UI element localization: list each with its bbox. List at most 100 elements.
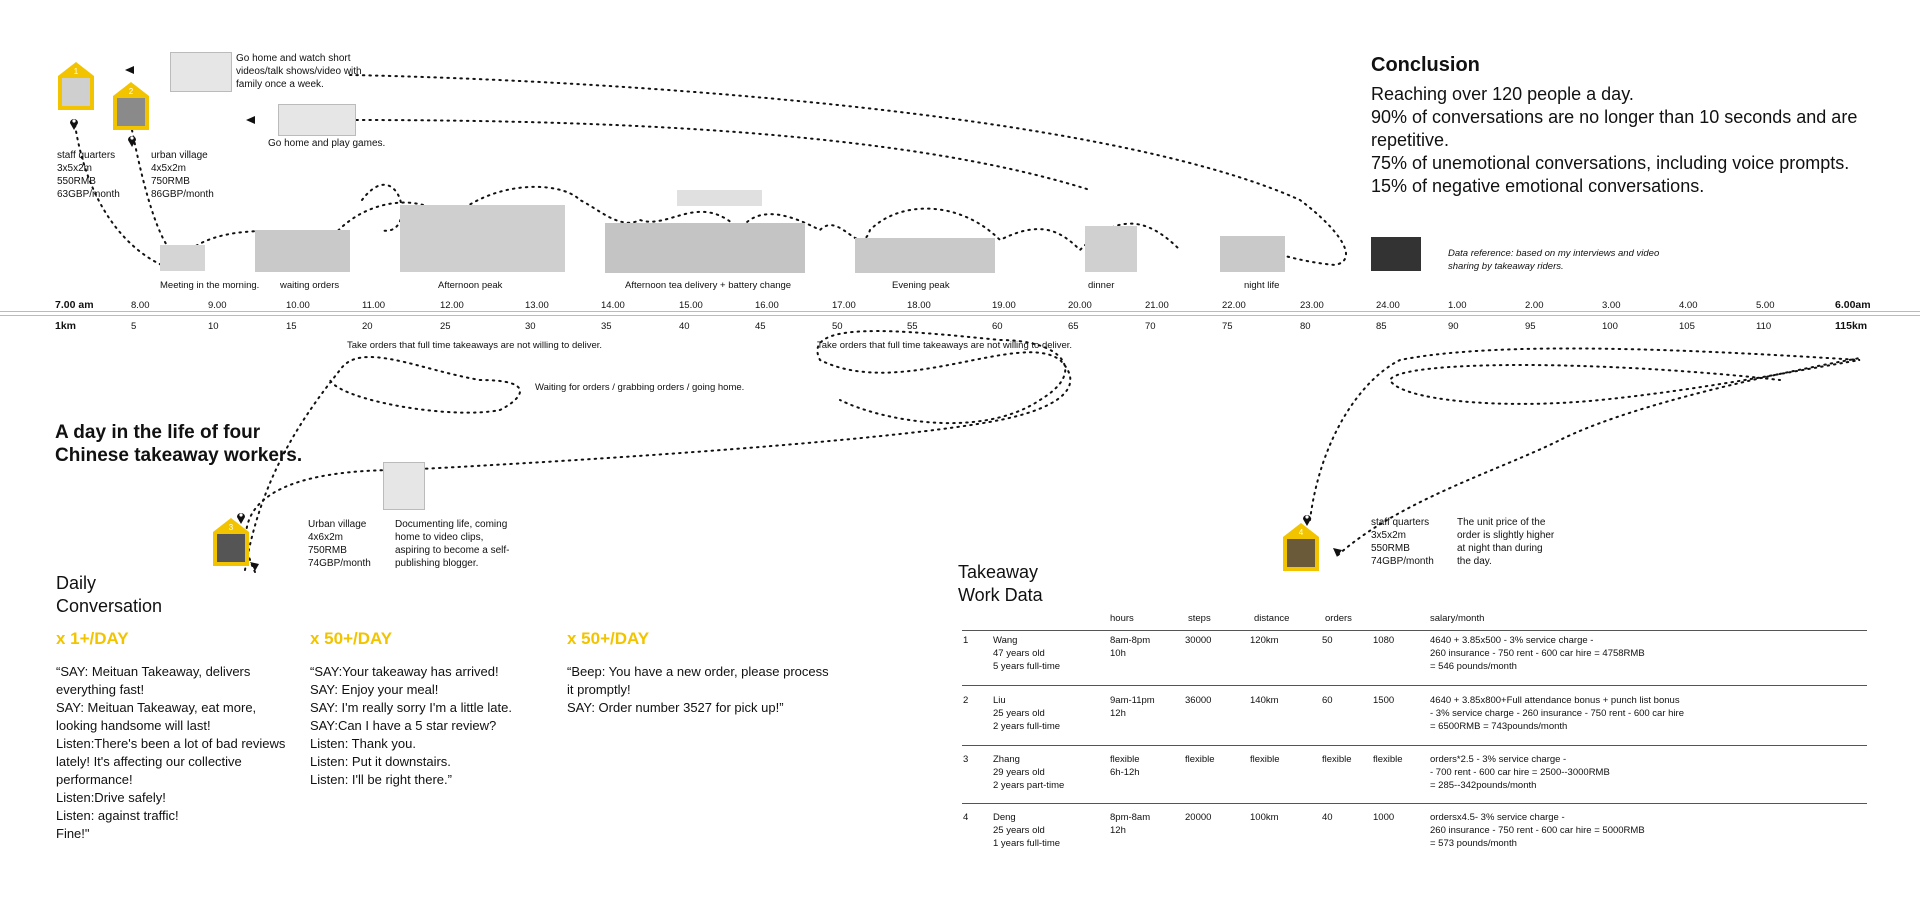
conversation-line: SAY: Enjoy your meal! bbox=[310, 682, 439, 697]
hours-cell: 6h-12h bbox=[1110, 767, 1140, 778]
km-tick: 115km bbox=[1835, 320, 1868, 332]
traffic-lights-image bbox=[677, 190, 762, 206]
dinner-image bbox=[1085, 226, 1137, 272]
km-tick: 65 bbox=[1068, 321, 1079, 332]
time-tick: 17.00 bbox=[832, 300, 856, 311]
documenting-note: Documenting life, coming home to video c… bbox=[395, 519, 510, 569]
event-label: Afternoon peak bbox=[438, 280, 503, 291]
salary-cell: = 546 pounds/month bbox=[1430, 661, 1517, 672]
salary-cell: orders*2.5 - 3% service charge - bbox=[1430, 754, 1567, 765]
route-note: Take orders that full time takeaways are… bbox=[817, 340, 1073, 351]
time-tick: 21.00 bbox=[1145, 300, 1169, 311]
distance-cell: 140km bbox=[1250, 695, 1279, 706]
afternoon-tea-image bbox=[605, 223, 805, 273]
hours-cell: 12h bbox=[1110, 708, 1126, 719]
worker-info: Wang bbox=[993, 635, 1018, 646]
row-number: 1 bbox=[963, 635, 969, 646]
steps-cell: 20000 bbox=[1185, 812, 1212, 823]
time-tick: 8.00 bbox=[131, 300, 150, 311]
time-tick: 24.00 bbox=[1376, 300, 1400, 311]
conclusion-text: Reaching over 120 people a day. 90% of c… bbox=[1371, 83, 1871, 198]
home-1-number: 1 bbox=[74, 67, 79, 76]
watching-videos-image bbox=[170, 52, 232, 92]
worker-info: 25 years old bbox=[993, 708, 1045, 719]
home-1-icon: 1 bbox=[58, 62, 94, 110]
home-4-number: 4 bbox=[1299, 528, 1304, 537]
conversation-line: SAY: Order number 3527 for pick up!” bbox=[567, 700, 784, 715]
salary-cell: - 3% service charge - 260 insurance - 75… bbox=[1430, 708, 1684, 719]
conversation-column-2: x 50+/DAY “SAY:Your takeaway has arrived… bbox=[310, 629, 545, 789]
time-tick: 16.00 bbox=[755, 300, 779, 311]
hours-cell: 8am-8pm bbox=[1110, 635, 1151, 646]
event-label: Afternoon tea delivery + battery change bbox=[625, 280, 792, 291]
home-videos-note: Go home and watch short videos/talk show… bbox=[236, 53, 362, 90]
time-tick: 4.00 bbox=[1679, 300, 1698, 311]
evening-peak-image bbox=[855, 238, 995, 273]
salary-cell: = 6500RMB = 743pounds/month bbox=[1430, 721, 1568, 732]
conversation-line: SAY: Meituan Takeaway, eat more, looking… bbox=[56, 700, 257, 733]
km-tick: 100 bbox=[1602, 321, 1618, 332]
location-pin-icon bbox=[1302, 512, 1312, 526]
km-tick: 90 bbox=[1448, 321, 1459, 332]
home-3-icon: 3 bbox=[213, 518, 249, 566]
conversation-line: Listen:Drive safely! bbox=[56, 790, 166, 805]
route-note: Take orders that full time takeaways are… bbox=[347, 340, 603, 351]
conversation-line: Listen: I'll be right there.” bbox=[310, 772, 452, 787]
worker-info: 29 years old bbox=[993, 767, 1045, 778]
page-title: A day in the life of four Chinese takeaw… bbox=[55, 422, 303, 466]
worker-info: Zhang bbox=[993, 754, 1020, 765]
frequency-label: x 50+/DAY bbox=[567, 629, 650, 648]
time-tick: 12.00 bbox=[440, 300, 464, 311]
time-tick: 20.00 bbox=[1068, 300, 1092, 311]
km-tick: 110 bbox=[1756, 321, 1772, 332]
orders-cell: flexible bbox=[1322, 754, 1352, 765]
morning-meeting-image bbox=[160, 245, 205, 271]
hours-cell: flexible bbox=[1110, 754, 1140, 765]
worker-info: 2 years part-time bbox=[993, 780, 1065, 791]
worker-info: 5 years full-time bbox=[993, 661, 1061, 672]
frequency-label: x 1+/DAY bbox=[56, 629, 129, 648]
conversation-line: Listen: Put it downstairs. bbox=[310, 754, 451, 769]
home-4-icon: 4 bbox=[1283, 523, 1319, 571]
salary-cell: 260 insurance - 750 rent - 600 car hire … bbox=[1430, 825, 1645, 836]
blogger-image bbox=[383, 462, 425, 510]
km-tick: 70 bbox=[1145, 321, 1156, 332]
event-label: night life bbox=[1244, 280, 1280, 291]
steps-cell: flexible bbox=[1185, 754, 1215, 765]
km-tick: 40 bbox=[679, 321, 690, 332]
conversation-line: “SAY: Meituan Takeaway, delivers everyth… bbox=[56, 664, 251, 697]
extra-cell: 1000 bbox=[1373, 812, 1395, 823]
home-2-icon: 2 bbox=[113, 82, 149, 130]
conclusion-line: 15% of negative emotional conversations. bbox=[1371, 176, 1705, 196]
conversation-title: Daily Conversation bbox=[56, 573, 163, 616]
table-divider bbox=[962, 803, 1867, 804]
event-label: dinner bbox=[1088, 280, 1115, 291]
conclusion-title: Conclusion bbox=[1371, 54, 1480, 76]
steps-cell: 36000 bbox=[1185, 695, 1212, 706]
conversation-line: Listen:There's been a lot of bad reviews… bbox=[56, 736, 286, 787]
time-tick: 5.00 bbox=[1756, 300, 1775, 311]
time-tick: 22.00 bbox=[1222, 300, 1246, 311]
conversation-line: Listen: against traffic! bbox=[56, 808, 179, 823]
time-tick: 11.00 bbox=[362, 300, 386, 311]
extra-cell: flexible bbox=[1373, 754, 1403, 765]
km-tick: 1km bbox=[55, 320, 77, 332]
table-divider bbox=[962, 685, 1867, 686]
conversation-line: “SAY:Your takeaway has arrived! bbox=[310, 664, 499, 679]
home-games-note: Go home and play games. bbox=[268, 138, 386, 149]
time-tick: 14.00 bbox=[601, 300, 625, 311]
km-tick: 10 bbox=[208, 321, 219, 332]
km-tick: 105 bbox=[1679, 321, 1695, 332]
extra-cell: 1080 bbox=[1373, 635, 1395, 646]
worker-info: 1 years full-time bbox=[993, 838, 1061, 849]
time-tick: 3.00 bbox=[1602, 300, 1621, 311]
conclusion-line: 90% of conversations are no longer than … bbox=[1371, 107, 1858, 150]
afternoon-peak-image bbox=[400, 205, 565, 272]
conversation-line: “Beep: You have a new order, please proc… bbox=[567, 664, 829, 697]
salary-cell: = 285--342pounds/month bbox=[1430, 780, 1537, 791]
playing-games-image bbox=[278, 104, 356, 136]
